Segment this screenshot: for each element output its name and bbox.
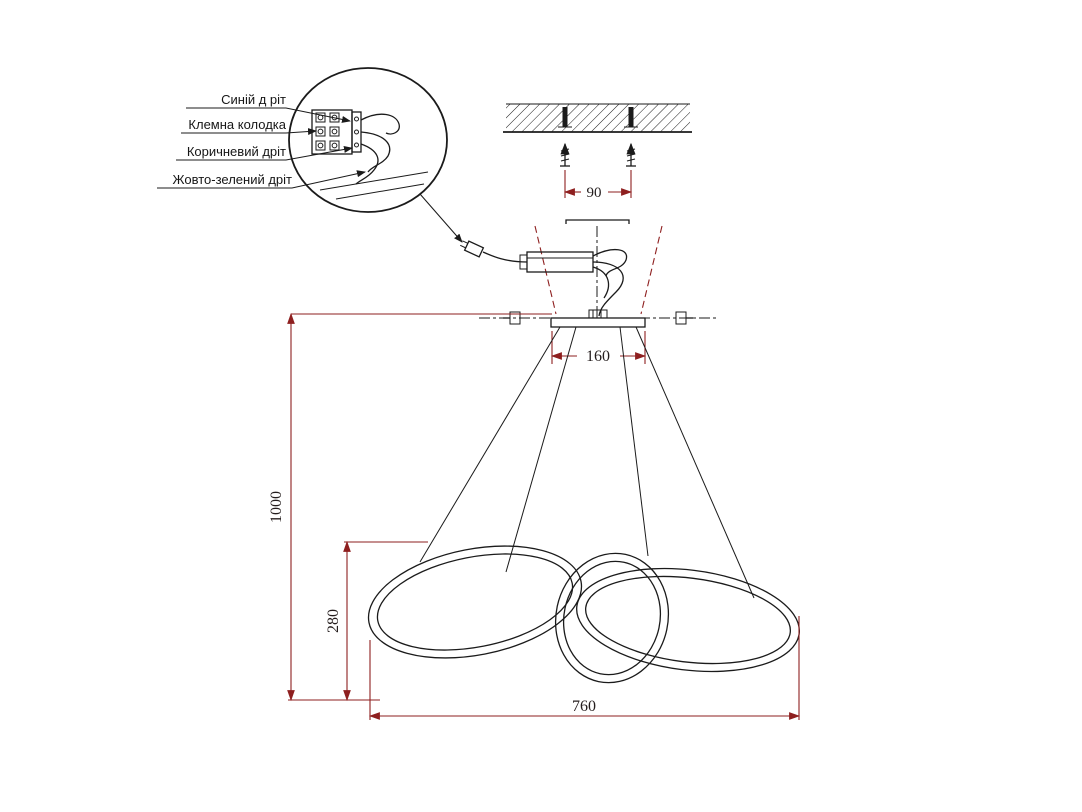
- detail-leader-line: [419, 193, 463, 243]
- dimension-canopy-width: 160: [550, 331, 647, 365]
- canopy-assembly: 160: [460, 219, 717, 365]
- wall-anchor-right: [624, 107, 638, 128]
- dimension-screw-spacing: 90: [563, 170, 633, 201]
- screw-left: [560, 142, 570, 167]
- dim-760-value: 760: [572, 698, 596, 715]
- terminal-block-leader: [181, 128, 317, 136]
- dimension-overall-drop: 1000: [268, 312, 552, 702]
- dimension-fixture-width: 760: [368, 616, 801, 720]
- mounting-bar: [565, 219, 630, 224]
- dimension-fixture-height: 280: [325, 540, 428, 702]
- ceiling-section: 90: [503, 103, 692, 201]
- side-bolt-right: [675, 311, 693, 325]
- dim-160-value: 160: [586, 348, 610, 365]
- power-plug: [460, 240, 485, 258]
- detail-wires: [319, 113, 429, 200]
- wiring-callout-labels: Синій д ріт Клемна колодка Коричневий др…: [157, 92, 366, 189]
- terminal-block-label: Клемна колодка: [188, 117, 286, 132]
- dim-280-value: 280: [325, 609, 342, 633]
- wall-anchor-left: [558, 107, 572, 128]
- wire-brown-label: Коричневий дріт: [187, 144, 286, 159]
- suspension-cables: [419, 326, 755, 599]
- driver-box: [482, 249, 628, 317]
- detail-circle: [288, 67, 448, 213]
- ceiling-hatch: [506, 104, 690, 132]
- side-bolt-left: [503, 311, 521, 325]
- wire-blue-leader: [186, 107, 351, 123]
- wire-blue-label: Синій д ріт: [221, 92, 286, 107]
- wire-yellow-green-label: Жовто-зелений дріт: [173, 172, 293, 187]
- wire-brown-leader: [176, 145, 353, 161]
- projection-right: [640, 225, 663, 315]
- light-fixture-ribbon: [367, 545, 800, 684]
- screw-right: [626, 142, 636, 167]
- dim-90-value: 90: [587, 185, 602, 201]
- wiring-detail-callout: Синій д ріт Клемна колодка Коричневий др…: [157, 67, 463, 243]
- wire-yellow-green-leader: [157, 170, 366, 189]
- dim-1000-value: 1000: [268, 491, 285, 523]
- terminal-block-drawing: [311, 109, 362, 155]
- projection-left: [534, 225, 557, 315]
- canopy-plate: [550, 309, 646, 328]
